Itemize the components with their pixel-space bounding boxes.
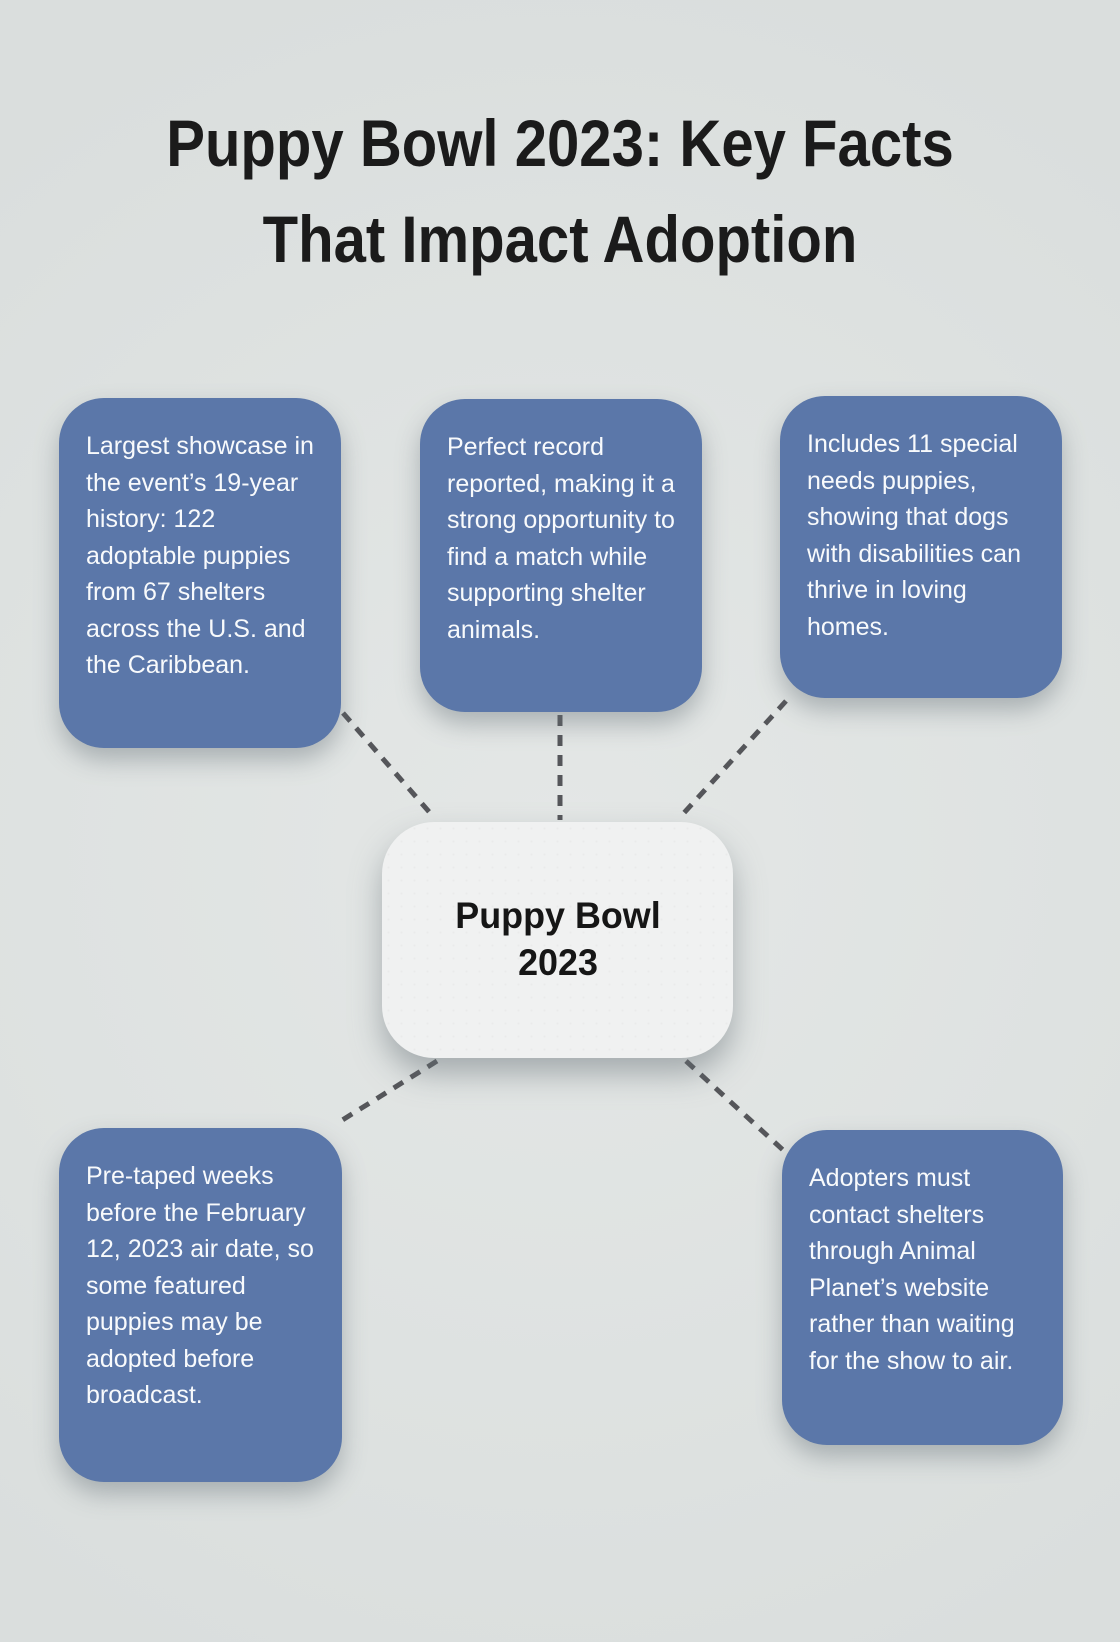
page-title: Puppy Bowl 2023: Key Facts That Impact A… xyxy=(67,96,1053,287)
connector-line-top-left xyxy=(341,711,433,816)
fact-text: Perfect record reported, making it a str… xyxy=(447,433,675,644)
fact-card-top-left: Largest showcase in the event’s 19-year … xyxy=(59,398,341,748)
center-node-label: Puppy Bowl 2023 xyxy=(454,895,661,983)
fact-card-top-middle: Perfect record reported, making it a str… xyxy=(420,399,702,712)
connector-line-bottom-left xyxy=(334,1058,439,1127)
fact-text: Pre-taped weeks before the February 12, … xyxy=(86,1162,314,1409)
connector-line-bottom-right xyxy=(684,1059,785,1152)
connector-line-top-right xyxy=(681,699,788,816)
fact-text: Adopters must contact shelters through A… xyxy=(809,1164,1015,1375)
fact-card-top-right: Includes 11 special needs puppies, showi… xyxy=(780,396,1062,698)
fact-text: Includes 11 special needs puppies, showi… xyxy=(807,430,1021,641)
fact-card-bottom-right: Adopters must contact shelters through A… xyxy=(782,1130,1063,1445)
center-node: Puppy Bowl 2023 xyxy=(382,822,733,1058)
fact-card-bottom-left: Pre-taped weeks before the February 12, … xyxy=(59,1128,342,1482)
fact-text: Largest showcase in the event’s 19-year … xyxy=(86,432,314,679)
page-title-text: Puppy Bowl 2023: Key Facts That Impact A… xyxy=(166,106,954,276)
